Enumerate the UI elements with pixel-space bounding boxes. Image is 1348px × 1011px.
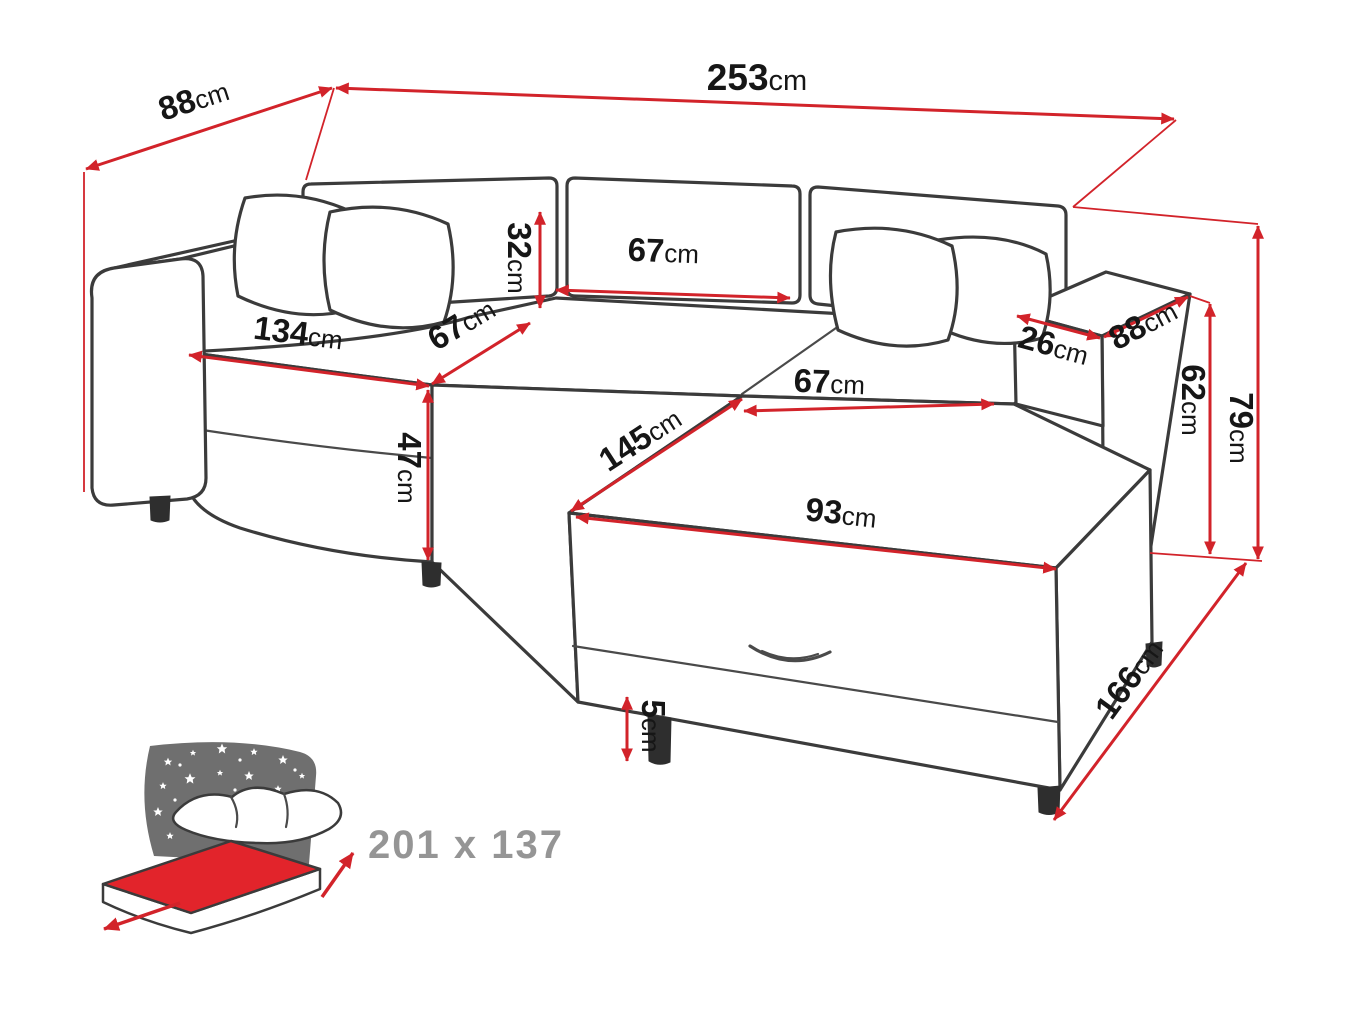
ext-floor-right [1149,552,1263,562]
bed-icon-bedding-fold-left [229,795,239,829]
dim-label-total-height: 79cm [1223,392,1260,463]
bed-icon-bedding [171,786,343,845]
dimension-labels: 253cm 88cm 32cm 67cm 134cm 67cm 47cm 67c… [154,57,1260,753]
left-armrest-front [89,257,208,507]
dim-label-seat-length: 134cm [252,309,346,357]
dim-label-chaise-seat-width: 67cm [793,362,866,401]
dim-line-armrest-width [1016,313,1101,341]
sofa-leg-front-left [149,495,171,523]
dim-line-total-depth [85,86,333,171]
pillow-left-front [322,205,455,330]
dim-line-seat-depth [431,321,531,386]
dim-label-leg-height: 5cm [635,699,672,752]
bed-icon-bedding-fold-right [282,792,289,829]
bed-size-label: 201 x 137 [368,823,564,867]
dimension-lines [85,82,1264,821]
dim-label-total-width: 253cm [707,57,807,98]
dim-line-chaise-length [570,397,743,513]
ext-arm-corner [1189,295,1211,304]
dim-label-chaise-front-width: 93cm [804,490,879,534]
bed-icon-mattress-top [101,839,322,915]
bed-icon-length-arrow [320,851,355,899]
chaise-leg-front-right [1037,785,1061,815]
chaise-leg-left [647,715,672,765]
base-front-seam [187,426,434,460]
dim-label-total-depth: 88cm [154,70,233,127]
chaise-handle-inner [760,649,820,660]
dim-label-seat-height: 47cm [391,432,428,503]
dim-line-chaise-front-width [575,512,1057,574]
dim-line-chaise-seat-width [743,398,995,417]
dim-line-total-depth-chaise [1052,562,1248,821]
bed-icon: 201 x 137 [101,742,564,935]
chaise-front-seam [571,644,1060,724]
dim-line-total-width [335,82,1175,125]
seat-seam [740,326,838,396]
dim-line-backrest-width [555,284,791,304]
dim-label-backrest-height: 32cm [501,222,538,293]
sofa-leg-mid [421,561,442,588]
ext-height-top [1072,206,1259,225]
backrest-cushion-middle [565,176,802,305]
dim-line-seat-length [188,350,430,391]
ext-top-right [1072,119,1177,208]
bed-icon-width-arrow [103,901,181,931]
chaise-handle [748,644,832,663]
dim-line-armrest-depth [1103,295,1189,339]
dim-label-backrest-width: 67cm [627,231,700,270]
dim-label-armrest-height: 62cm [1175,364,1212,435]
bed-icon-mattress-side [101,867,322,935]
ext-top-left [305,87,335,181]
pillow-right-front [828,226,959,348]
